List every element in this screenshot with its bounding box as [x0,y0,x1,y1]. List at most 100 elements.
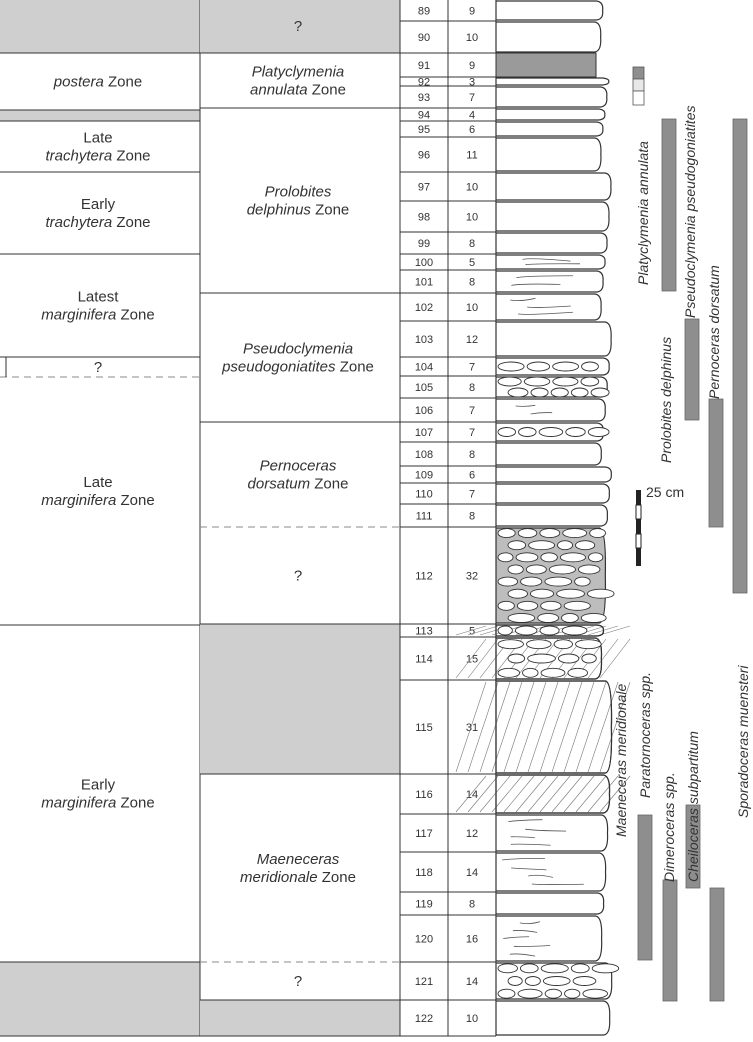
taxon-range-bar [637,814,653,961]
scale-bar-segment [636,519,641,534]
nodule [507,653,526,664]
ammonoid-zone-prolobites-delphinus-label: delphinus Zone [247,202,350,219]
bed-number: 114 [415,654,433,666]
bed-thickness: 7 [469,427,475,439]
nodule [587,427,610,437]
hatch-line [455,775,487,813]
lithology-bed [495,254,606,270]
scale-bar: 25 cm [635,484,684,566]
bed-number: 92 [418,77,430,89]
nodule [525,564,547,575]
bed-number: 112 [415,571,433,583]
nodule [578,564,601,575]
bed-thickness: 7 [469,92,475,104]
lamina [513,945,551,947]
hatch-line [539,681,571,773]
bed-thickness: 10 [466,212,478,224]
bed-number: 101 [415,277,433,289]
ammonoid-zone-platyclymenia-annulata-label-part: Zone [308,82,346,99]
limestone-bed [495,814,609,852]
nodule [581,361,599,372]
bed-thickness: 14 [466,976,478,988]
bed-number: 117 [415,828,433,840]
lithology-bed [495,21,602,53]
nodule [538,427,564,437]
nodule [497,963,518,974]
ammonoid-zone-pseudoclymenia-label-part: Pseudoclymenia [243,341,353,358]
bed-thickness: 8 [469,511,475,523]
nodule [497,552,514,563]
limestone-bed [495,108,606,121]
bed-number: 107 [415,427,433,439]
conodont-zone-early-marginifera-label-part: Zone [116,795,154,812]
hatch-line [479,775,511,813]
bed-thickness: 7 [469,405,475,417]
nodule [562,528,588,539]
ammonoid-zone-pernoceras-dorsatum-label-part: dorsatum [248,476,311,493]
ammonoid-zone-maeneceras-meridionale-label: meridionale Zone [240,869,356,886]
hatch-line [479,681,511,773]
taxon-label: Dimeroceras spp. [661,772,677,882]
ammonoid-zone-shading [200,1000,400,1036]
nodule [528,540,555,551]
hatch-line [539,775,571,813]
nodule [587,588,615,599]
conodont-zone-early-marginifera-label-part: marginifera [41,795,116,812]
lamina [518,311,573,315]
hatch-line [515,775,547,813]
nodule [570,963,590,974]
bed-outline [495,680,613,774]
nodule [539,528,561,539]
conodont-zone-early-marginifera-label: Early [81,777,116,794]
conodont-zone-latest-marginifera-label-part: marginifera [41,307,116,324]
nodule [507,976,523,986]
hatch-line [455,638,487,679]
nodule [553,639,573,650]
hatch-line [599,638,631,679]
nodule [507,564,524,575]
limestone-bed [495,270,604,293]
hatch-line [503,681,535,773]
ammonoid-zone-prolobites-delphinus-label-part: Zone [311,202,349,219]
lamina [510,297,536,302]
limestone-bed [495,254,606,270]
hatch-line [551,681,583,773]
bed-thickness: 8 [469,449,475,461]
nodule [537,612,560,623]
lamina [509,953,536,957]
hatch-line [599,775,631,813]
nodule [544,576,573,587]
taxon-label: Maeneceras meridionale [613,683,629,837]
ammonoid-zone-pernoceras-dorsatum-label: Pernoceras [260,458,337,475]
ammonoid-zone-unknown-mid-label: ? [294,568,302,585]
lamina [519,921,540,924]
taxon-range-bar [662,879,678,1002]
nodule [507,588,528,599]
lithology-bed [495,86,608,108]
lamina [511,867,547,871]
nodule [497,528,516,539]
limestone-bed [495,1000,611,1036]
conodont-zone-late-marginifera-label-part: Late [83,474,112,491]
lithology-bed [455,637,631,680]
conodont-zone-late-marginifera-label: marginifera Zone [41,492,154,509]
bed-number: 98 [418,212,430,224]
hatch-line [551,775,583,813]
conodont-zone-late-trachytera-label: trachytera Zone [45,148,150,165]
bed-number: 110 [415,489,433,501]
hatch-line [467,681,499,773]
conodont-zone-latest-marginifera-label-part: Zone [116,307,154,324]
nodule [582,988,608,999]
bed-number: 94 [418,110,430,122]
bed-outline [495,774,611,814]
ammonoid-zone-unknown-top-label-part: ? [294,18,302,35]
bed-number: 97 [418,182,430,194]
bed-thickness: 14 [466,867,478,879]
bed-number: 115 [415,722,433,734]
lamina [531,883,584,885]
ammonoid-zone-pernoceras-dorsatum-label: dorsatum Zone [248,476,349,493]
bed-thickness: 32 [466,571,478,583]
nodule [591,963,620,974]
